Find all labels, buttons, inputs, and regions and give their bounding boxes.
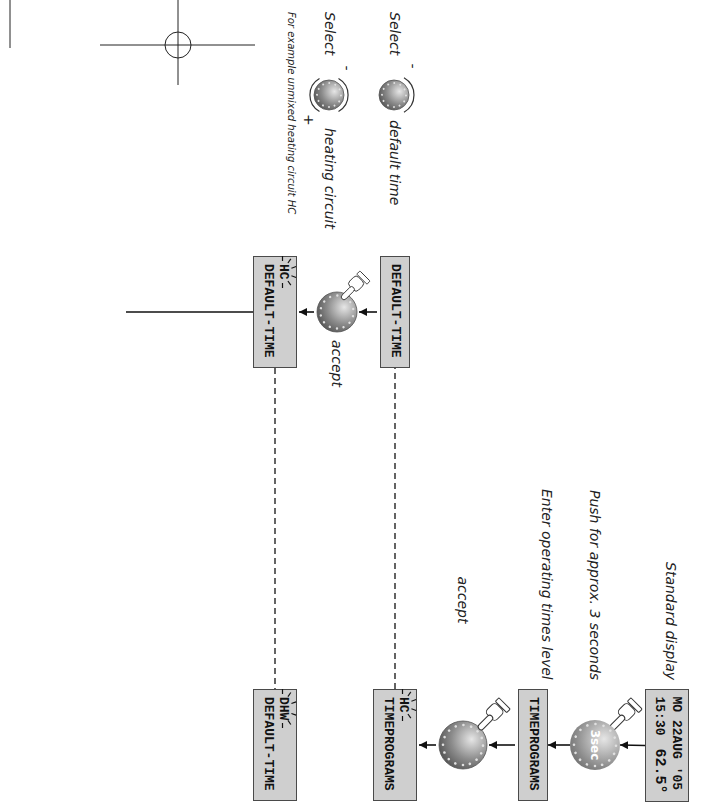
flash-ray (291, 276, 296, 278)
flash-ray (411, 709, 416, 711)
lcd-display: DHWDEFAULT-TIME (253, 689, 297, 801)
flow-arrow (299, 311, 314, 313)
flash-ray (288, 720, 291, 724)
flashing-field: HC (275, 264, 290, 280)
flash-ray (282, 689, 283, 694)
hand-finger (477, 714, 494, 731)
lcd-display: DEFAULT-TIME (380, 256, 410, 368)
flash-ray (291, 267, 296, 269)
flash-ray (408, 692, 411, 696)
accept-knob (317, 271, 370, 332)
display-row: 15:30 62.5° (651, 697, 668, 794)
display-text: 62.5° (651, 748, 668, 793)
knob-body (314, 80, 344, 110)
flow-arrow (548, 744, 570, 746)
instruction-label: Enter operating times level (538, 489, 555, 680)
instruction-label: Select (321, 12, 338, 55)
lcd-display: TIMEPROGRAMS (518, 689, 548, 801)
instruction-label: accept (454, 577, 471, 624)
flash-ray (282, 723, 283, 728)
flow-arrow (489, 744, 515, 746)
flash-ray (282, 256, 283, 261)
display-text: HC (275, 264, 290, 280)
display-text: HC (395, 697, 410, 713)
lcd-display: HCDEFAULT-TIME (253, 256, 297, 368)
continuation-line (126, 311, 253, 313)
select-knob (310, 79, 348, 112)
flow-arrow (359, 311, 377, 313)
display-text: DEFAULT-TIME (260, 697, 275, 791)
accept-knob (439, 698, 510, 769)
instruction-label: Standard display (662, 562, 679, 680)
display-text: 15:30 (651, 697, 666, 736)
knob-body (317, 292, 357, 332)
crop-circle (165, 32, 191, 58)
turn-arc (339, 79, 349, 112)
control-knob: 3sec (570, 720, 620, 770)
pressing-hand (337, 271, 370, 304)
instruction-label: For example unmixed heating circuit HC (285, 12, 297, 214)
instruction-label: - (338, 66, 355, 71)
flow-arrow (620, 744, 645, 746)
display-text: DEFAULT-TIME (388, 264, 403, 358)
display-text: TIMEPROGRAMS (380, 697, 395, 791)
flash-ray (402, 689, 403, 694)
scroll-dashed-line (274, 368, 275, 689)
knob-dot-ring (574, 724, 616, 766)
display-text: DHW (275, 697, 290, 720)
select-knob (379, 78, 414, 113)
flash-ray (408, 714, 411, 718)
flash-ray (411, 700, 416, 702)
flow-arrow (419, 744, 436, 746)
flash-ray (288, 693, 291, 697)
knob-body (379, 80, 409, 110)
pressing-hand (473, 698, 510, 735)
display-text: TIMEPROGRAMS (526, 697, 541, 791)
turn-arc (310, 79, 320, 112)
instruction-label: heating circuit (321, 128, 338, 229)
display-text: DEFAULT-TIME (260, 264, 275, 358)
display-text: MO 22AUG '05 (668, 697, 683, 791)
flash-ray (291, 713, 296, 715)
scroll-dashed-line (394, 368, 395, 689)
crop-line (10, 0, 11, 48)
flashing-field: DHW (275, 697, 290, 720)
flash-ray (288, 281, 291, 285)
instruction-label: Select (386, 12, 403, 55)
turn-arc (404, 78, 414, 113)
instruction-label: + (300, 114, 317, 126)
knob-dots (443, 725, 483, 765)
lcd-display: MO 22AUG '0515:30 62.5° (645, 689, 689, 802)
flash-ray (402, 716, 403, 721)
lcd-display: HCTIMEPROGRAMS (373, 689, 417, 801)
crop-line (178, 0, 179, 85)
instruction-label: default time (386, 120, 403, 205)
instruction-label: - (404, 64, 421, 69)
knob-dots (382, 83, 406, 107)
instruction-label: Push for approx. 3 seconds (586, 490, 603, 680)
flash-ray (282, 283, 283, 288)
flash-ray (291, 702, 296, 704)
flashing-field: HC (395, 697, 410, 713)
knob-dots (321, 296, 354, 329)
flow-arrows (126, 312, 515, 745)
knob-text: 3sec (588, 730, 602, 761)
knob-dots (317, 83, 341, 107)
hand-finger (340, 286, 355, 301)
flash-ray (288, 259, 291, 263)
instruction-label: accept (328, 340, 345, 387)
crop-marks (10, 0, 255, 85)
